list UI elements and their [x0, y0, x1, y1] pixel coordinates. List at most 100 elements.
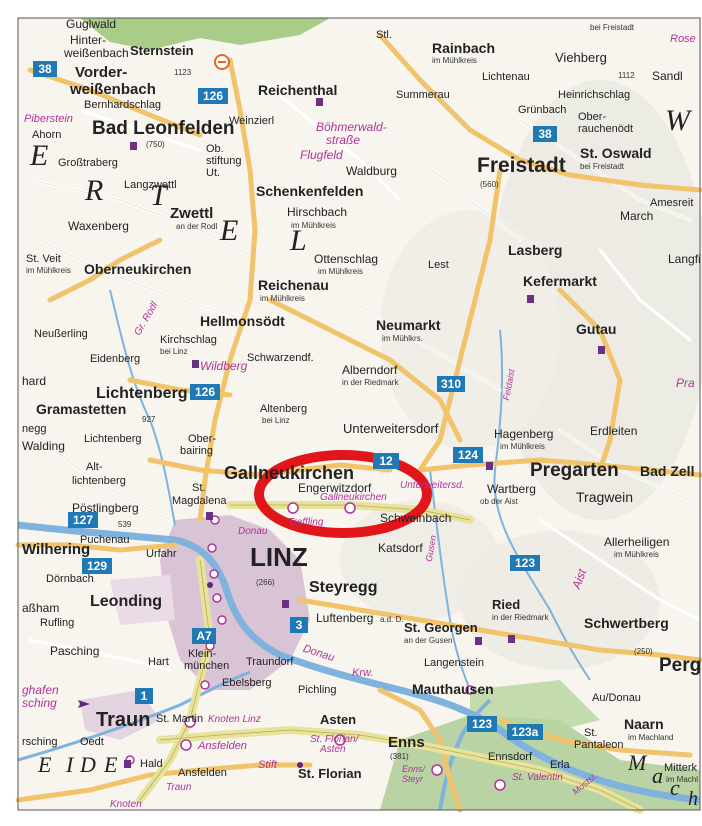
route-shields[interactable]: 38 126 38 310 126 124 127 129 123 A7 3 1…	[33, 61, 557, 740]
place-label[interactable]: 1112	[618, 71, 635, 80]
place-label[interactable]: Treffling	[288, 517, 324, 528]
place-label[interactable]: Unterweitersd.	[400, 480, 464, 491]
place-label[interactable]: St. Martin	[156, 713, 203, 725]
place-label[interactable]: Gramastetten	[36, 401, 126, 417]
place-label[interactable]: weißenbach	[69, 81, 156, 98]
place-label[interactable]: ghafen	[22, 683, 59, 697]
place-label[interactable]: Pregarten	[530, 460, 619, 481]
place-label[interactable]: Ob.	[206, 143, 224, 155]
place-label[interactable]: Gutau	[576, 321, 616, 337]
place-label[interactable]: Walding	[22, 439, 65, 453]
place-label[interactable]: Eidenberg	[90, 353, 140, 365]
place-label[interactable]: im Mühlkreis	[318, 267, 363, 276]
place-label[interactable]: Bad Zell	[640, 463, 694, 479]
place-label[interactable]: Luftenberg	[316, 611, 373, 625]
place-label[interactable]: Schweinbach	[380, 511, 451, 525]
place-label[interactable]: im Mühlkreis	[291, 221, 336, 230]
place-label[interactable]: (750)	[146, 140, 165, 149]
place-label[interactable]: (560)	[480, 180, 499, 189]
place-label[interactable]: Guglwald	[66, 17, 116, 31]
place-label[interactable]: Bad Leonfelden	[92, 118, 235, 139]
route-shield-124[interactable]: 124	[453, 447, 483, 463]
route-shield-a7[interactable]: A7	[192, 628, 216, 644]
place-label[interactable]: bei Freistadt	[590, 23, 635, 32]
place-label[interactable]: Klein-	[188, 648, 216, 660]
route-shield-38[interactable]: 38	[33, 61, 57, 77]
place-label[interactable]: Böhmerwald-	[316, 120, 387, 134]
place-label[interactable]: Erla	[550, 759, 570, 771]
route-shield-123[interactable]: 123	[510, 555, 540, 571]
place-label[interactable]: Lichtenberg	[96, 385, 188, 402]
place-label[interactable]: Steyregg	[309, 579, 377, 596]
place-label[interactable]: Kefermarkt	[523, 273, 597, 289]
place-label[interactable]: Knoten	[110, 799, 142, 810]
place-label[interactable]: Allerheiligen	[604, 535, 669, 549]
place-label[interactable]: sching	[22, 696, 57, 710]
place-label[interactable]: bei Linz	[160, 347, 188, 356]
place-label[interactable]: Asten	[319, 744, 346, 755]
place-label[interactable]: Leonding	[90, 593, 162, 610]
place-label[interactable]: St. Florian	[298, 766, 362, 781]
place-label[interactable]: Summerau	[396, 89, 450, 101]
place-label[interactable]: Amesreit	[650, 197, 693, 209]
place-label[interactable]: Wildberg	[200, 359, 248, 373]
place-label[interactable]: Unterweitersdorf	[343, 421, 439, 436]
place-label[interactable]: Stl.	[376, 29, 392, 41]
place-label[interactable]: Traun	[96, 709, 150, 731]
place-label[interactable]: straße	[326, 133, 360, 147]
place-label[interactable]: Traun	[166, 782, 192, 793]
place-label[interactable]: in der Riedmark	[342, 378, 399, 387]
place-label[interactable]: bairing	[180, 445, 213, 457]
place-label[interactable]: Enns	[388, 734, 425, 751]
place-label[interactable]: Altenberg	[260, 403, 307, 415]
place-label[interactable]: Naarn	[624, 716, 664, 732]
place-label[interactable]: im Mühlkreis	[500, 442, 545, 451]
route-shield-310[interactable]: 310	[437, 376, 465, 392]
place-label[interactable]: St. Oswald	[580, 145, 652, 161]
place-label[interactable]: Krw.	[352, 667, 373, 679]
place-label[interactable]: St. Florian/	[310, 734, 360, 745]
place-label[interactable]: Schwertberg	[584, 615, 669, 631]
place-label[interactable]: Gallneukirchen	[320, 492, 387, 503]
place-label[interactable]: im Machl	[666, 775, 698, 784]
place-label[interactable]: Langzwettl	[124, 179, 177, 191]
place-label[interactable]: Langfi	[668, 252, 701, 266]
place-label[interactable]: ob der Aist	[480, 497, 519, 506]
place-label[interactable]: Schwarzendf.	[247, 352, 314, 364]
place-label[interactable]: Hart	[148, 656, 169, 668]
route-shield-12[interactable]: 12	[373, 453, 399, 469]
place-label[interactable]: in der Riedmark	[492, 613, 549, 622]
place-label[interactable]: im Mühlkrs.	[382, 334, 423, 343]
place-label[interactable]: Wilhering	[22, 541, 90, 558]
route-shield-129[interactable]: 129	[82, 558, 112, 574]
place-label[interactable]: bei Freistadt	[580, 162, 625, 171]
place-label[interactable]: hard	[22, 374, 46, 388]
place-label[interactable]: Steyr	[402, 774, 424, 784]
route-shield-126[interactable]: 126	[198, 88, 228, 104]
place-label[interactable]: (381)	[390, 752, 409, 761]
place-label[interactable]: LINZ	[250, 542, 308, 572]
place-label[interactable]: St.	[192, 482, 205, 494]
place-label[interactable]: Bernhardschlag	[84, 99, 161, 111]
place-label[interactable]: Flugfeld	[300, 148, 343, 162]
place-label[interactable]: Oedt	[80, 736, 104, 748]
place-label[interactable]: im Mühlkreis	[26, 266, 71, 275]
place-label[interactable]: aßham	[22, 601, 59, 615]
route-shield-1[interactable]: 1	[135, 688, 153, 704]
place-label[interactable]: im Mühlkreis	[260, 294, 305, 303]
place-label[interactable]: Pra	[676, 376, 695, 390]
place-label[interactable]: Dörnbach	[46, 573, 94, 585]
place-label[interactable]: Stift	[258, 759, 278, 771]
place-label[interactable]: Pasching	[50, 644, 99, 658]
place-label[interactable]: St.	[584, 727, 597, 739]
place-label[interactable]: Oberneukirchen	[84, 261, 191, 277]
place-label[interactable]: Mitterk	[664, 762, 698, 774]
place-label[interactable]: an der Rodl	[176, 222, 218, 231]
place-label[interactable]: Ahorn	[32, 129, 61, 141]
place-label[interactable]: Pantaleon	[574, 739, 624, 751]
place-label[interactable]: Lichtenberg	[84, 433, 142, 445]
place-label[interactable]: Aist	[569, 567, 590, 592]
place-label[interactable]: 927	[142, 415, 156, 424]
place-label[interactable]: Pichling	[298, 684, 337, 696]
place-label[interactable]: Alberndorf	[342, 363, 398, 377]
